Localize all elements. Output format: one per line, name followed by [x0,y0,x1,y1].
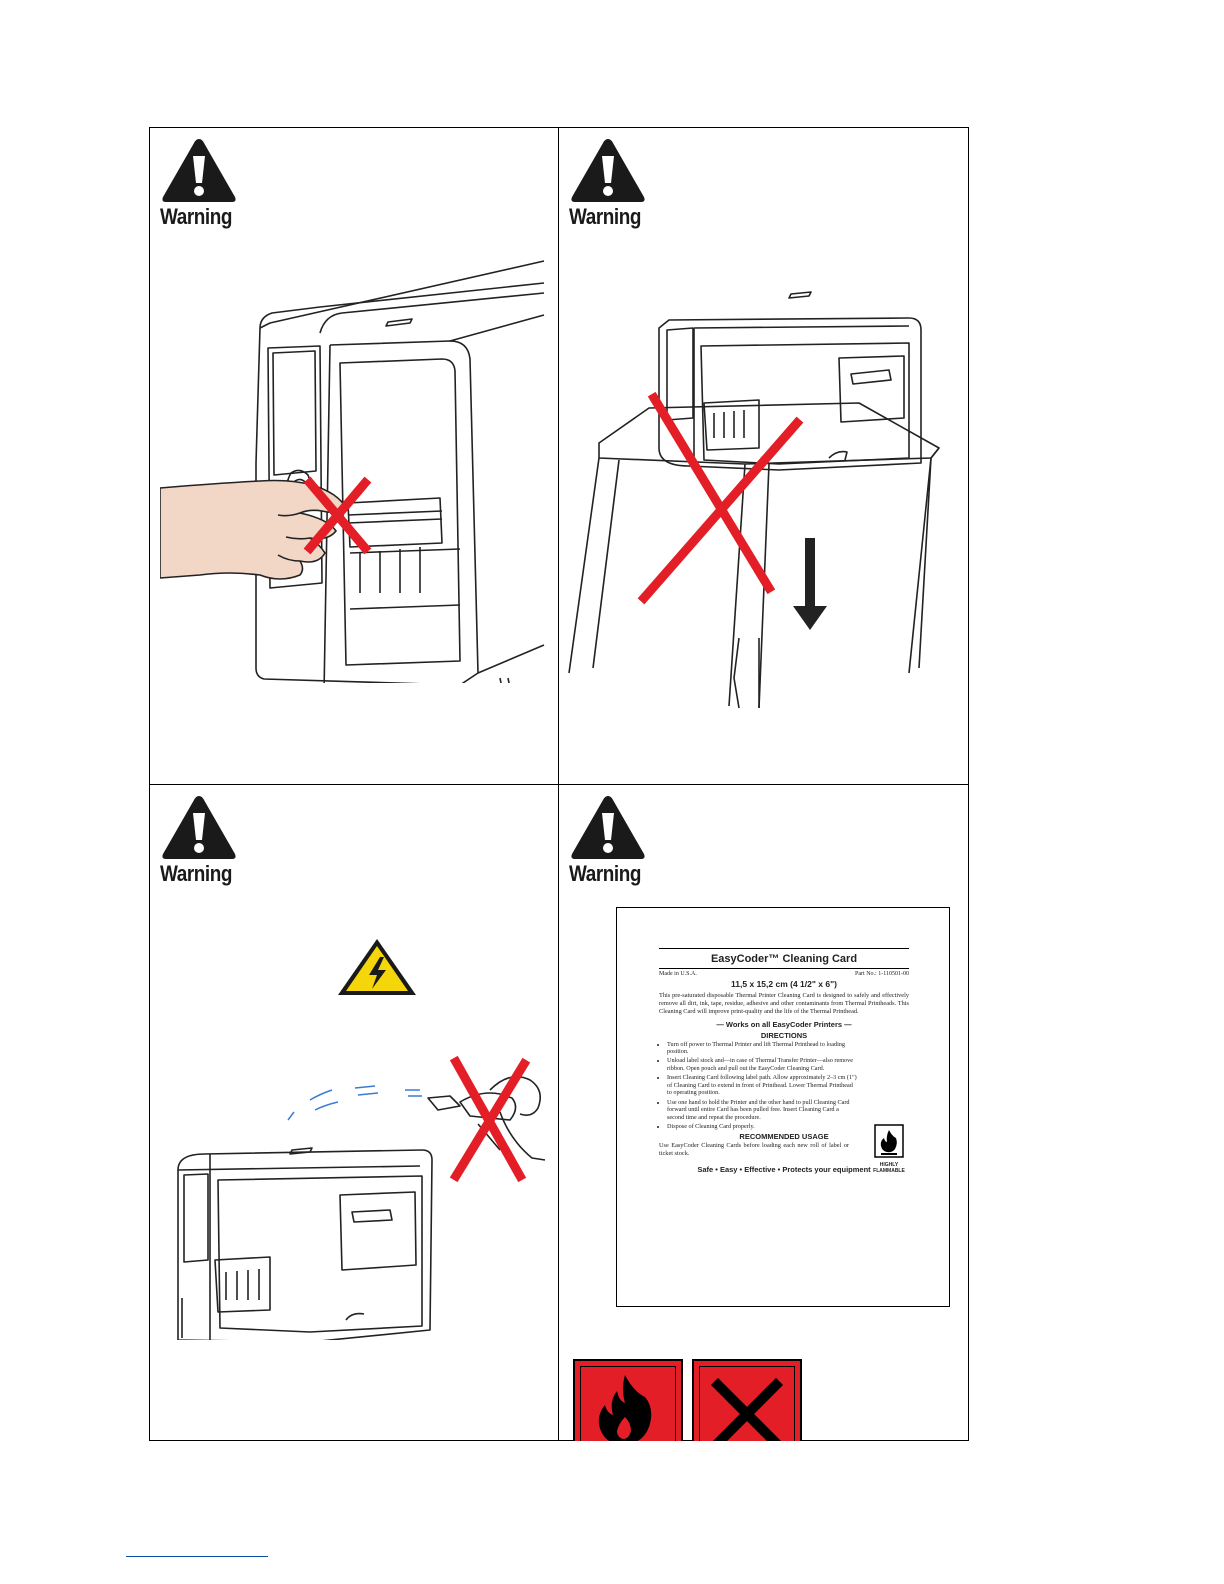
cleaning-card-content: EasyCoder™ Cleaning Card Made in U.S.A. … [659,948,909,1174]
flammable-badge: HIGHLY FLAMMABLE [867,1124,911,1174]
printer-front-illustration [160,260,545,683]
harmful-x-icon [710,1377,784,1441]
warning-triangle-icon [571,796,645,859]
flammable-icon [874,1124,904,1158]
flammable-hazard-icon [598,1375,652,1441]
panel-unstable-surface: Warning [559,128,967,784]
panel-pinch-hazard: Warning [150,128,558,784]
directions-list: Turn off power to Thermal Printer and li… [659,1041,857,1131]
card-footer: Safe • Easy • Effective • Protects your … [697,1165,871,1175]
warning-label: Warning [160,204,232,229]
electric-hazard-icon [338,939,416,995]
works-on-heading: — Works on all EasyCoder Printers — [716,1019,852,1029]
printer-with-spray-illustration [177,1055,546,1340]
directions-heading: DIRECTIONS [760,1030,808,1040]
warning-triangle-icon [162,139,236,202]
warning-label: Warning [569,204,641,229]
flammable-hazard-symbol [573,1359,683,1441]
warning-label: Warning [569,861,641,886]
direction-item: Use one hand to hold the Printer and the… [667,1099,857,1121]
usage-text: Use EasyCoder Cleaning Cards before load… [659,1142,849,1158]
warning-label: Warning [160,861,232,886]
warning-sign: Warning [160,793,240,887]
made-in-label: Made in U.S.A. [659,971,697,977]
direction-item: Unload label stock and—in case of Therma… [667,1057,857,1072]
warning-sign: Warning [160,136,240,230]
cleaning-card-meta: Made in U.S.A. Part No.: 1-110501-00 [659,971,909,977]
footnote-link-underline [126,1556,268,1557]
card-intro: This pre-saturated disposable Thermal Pr… [659,992,909,1015]
harmful-hazard-symbol [692,1359,802,1441]
warning-grid: Warning [149,127,969,1441]
panel-flammable-card: Warning EasyCoder™ Cleaning Card Made in… [559,785,967,1441]
usage-heading: RECOMMENDED USAGE [739,1132,829,1142]
printer-on-table-illustration [568,291,940,709]
warning-sign: Warning [569,136,649,230]
flammable-label: HIGHLY FLAMMABLE [873,1162,905,1174]
part-number: Part No.: 1-110501-00 [855,971,909,977]
direction-item: Turn off power to Thermal Printer and li… [667,1041,857,1056]
warning-sign: Warning [569,793,649,887]
warning-triangle-icon [162,796,236,859]
direction-item: Insert Cleaning Card following label pat… [667,1074,857,1096]
grid-divider-horizontal [150,784,968,785]
card-size: 11,5 x 15,2 cm (4 1/2" x 6") [731,979,837,989]
direction-item: Dispose of Cleaning Card properly. [667,1123,857,1130]
cleaning-card: EasyCoder™ Cleaning Card Made in U.S.A. … [616,907,950,1307]
warning-triangle-icon [571,139,645,202]
cleaning-card-title: EasyCoder™ Cleaning Card [659,948,909,969]
panel-electric-hazard: Warning [150,785,558,1441]
